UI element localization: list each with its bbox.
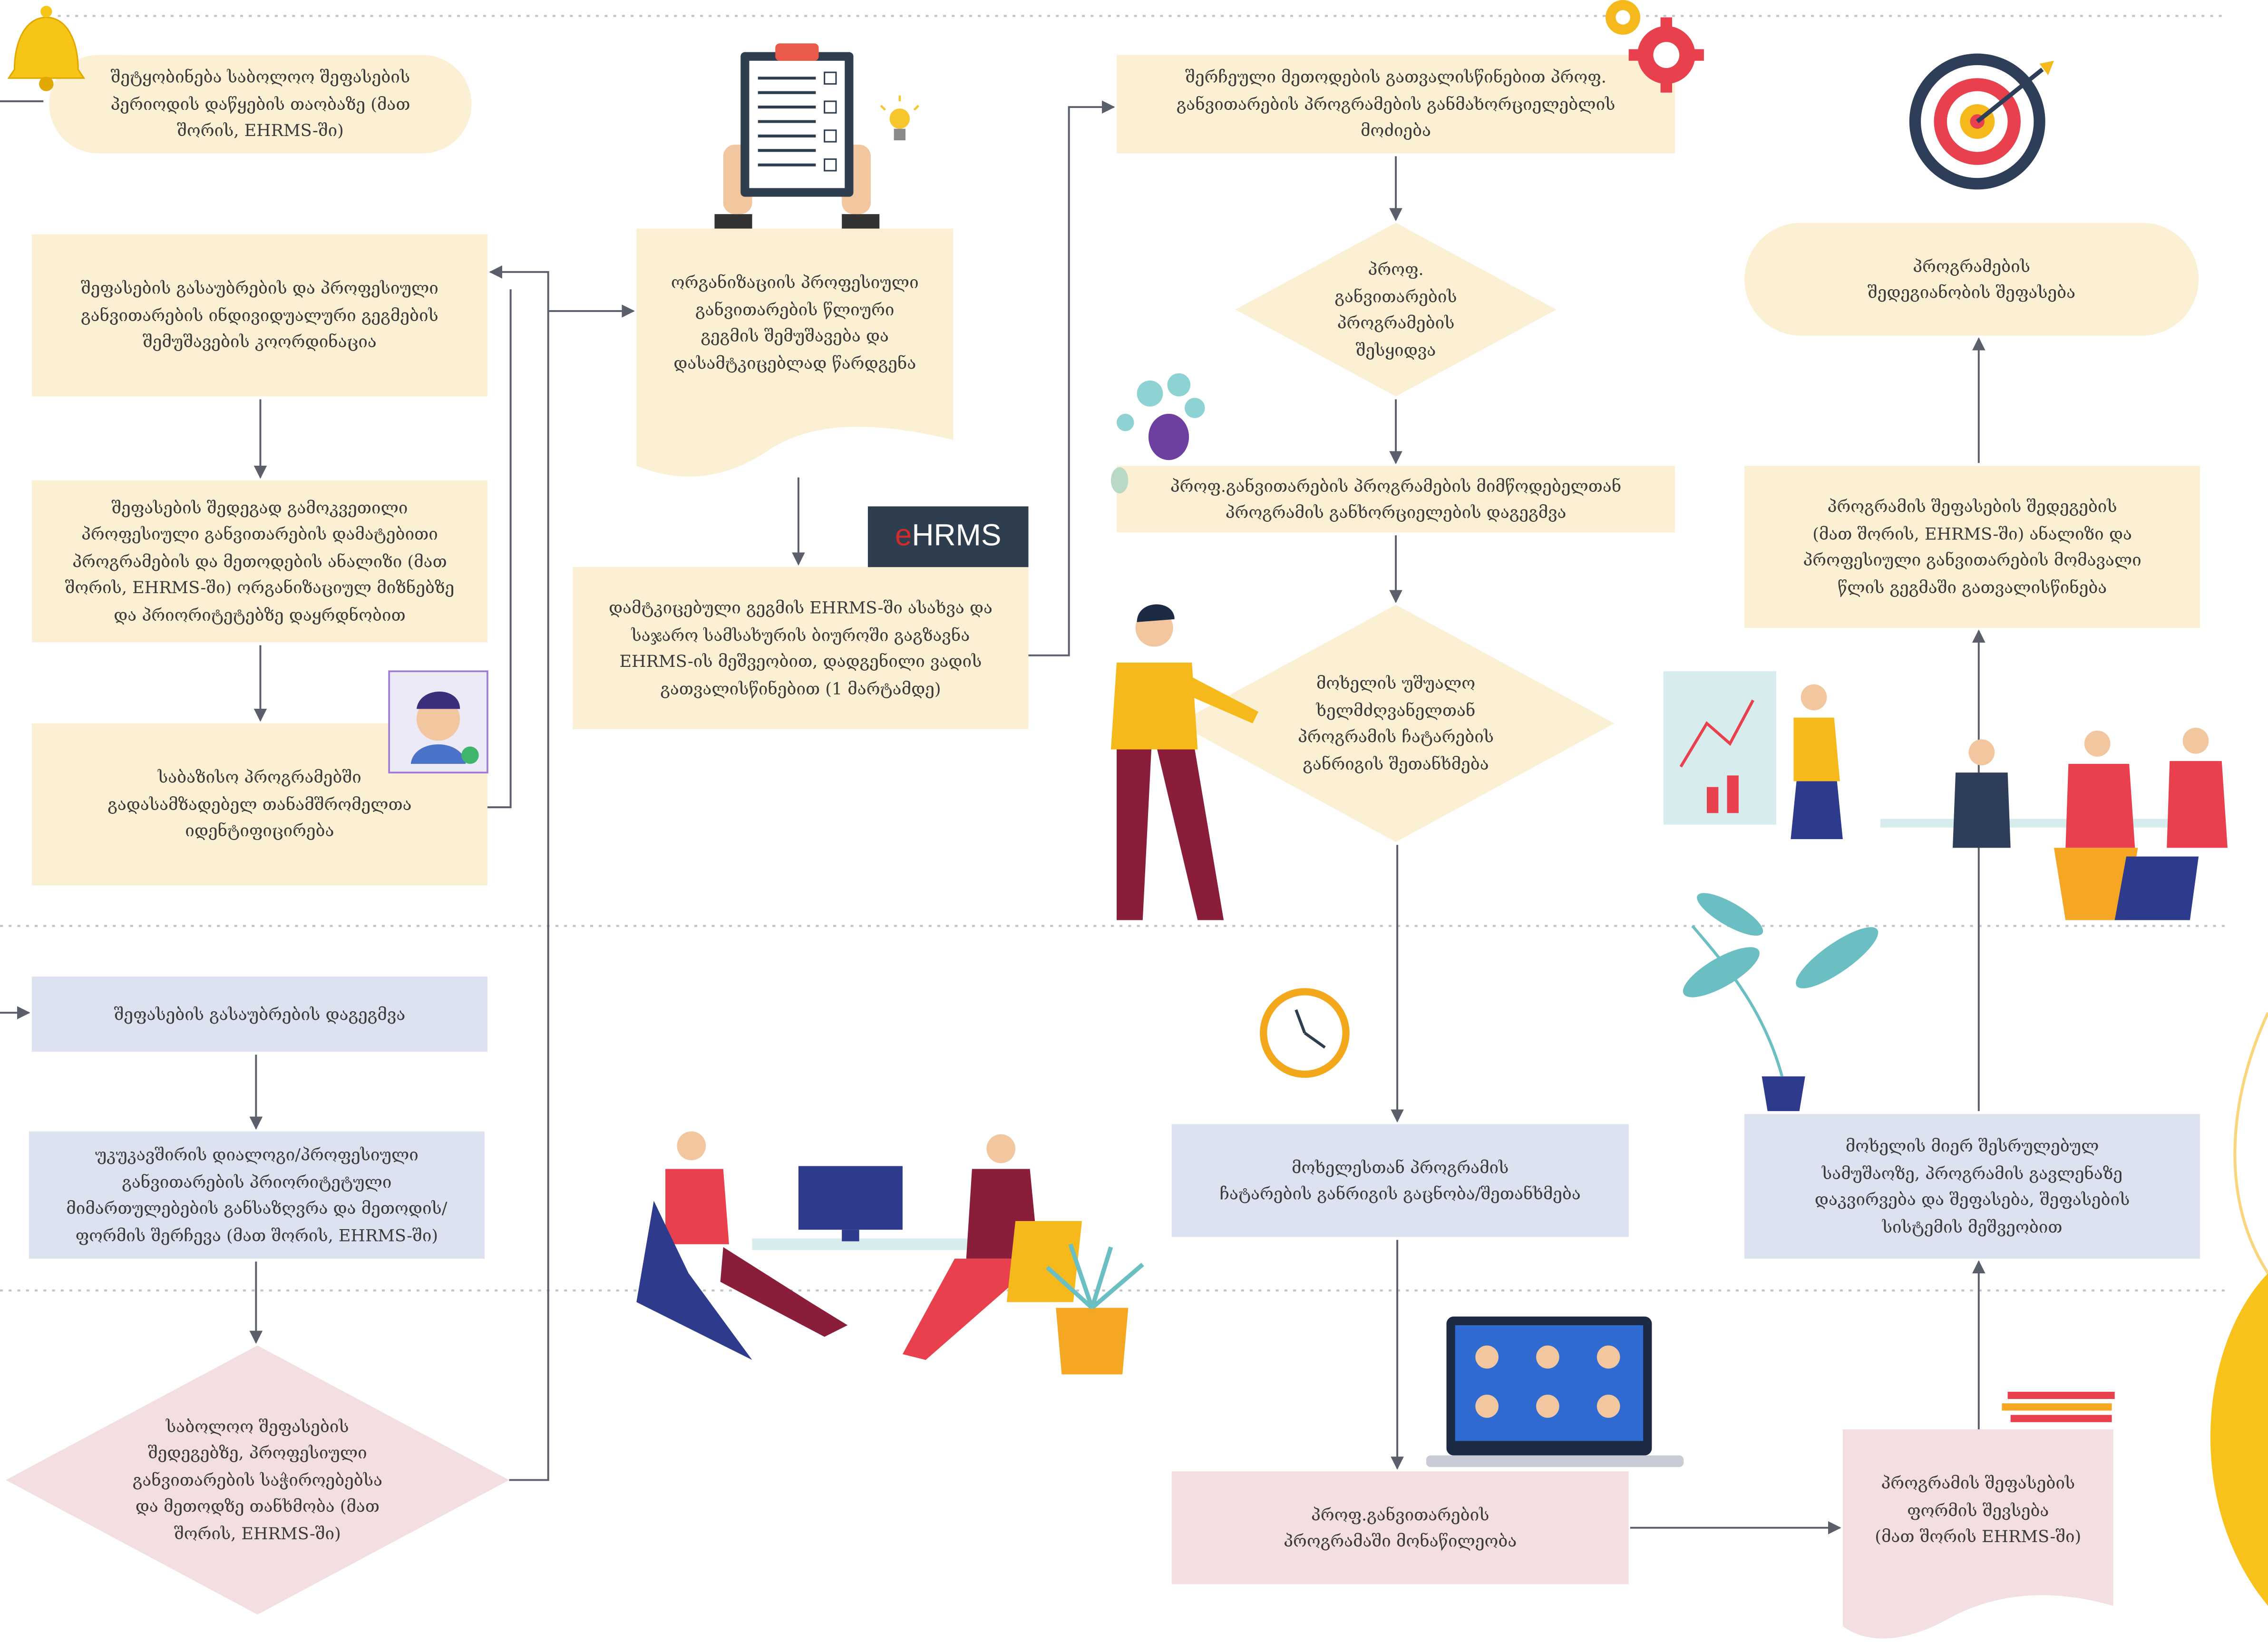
dialogue-node-shape	[29, 1131, 485, 1259]
effectiveness-label: პროგრამების შედეგიანობის შეფასება	[1868, 255, 2076, 303]
clipboard-icon	[714, 43, 880, 229]
notify-node: შეტყობინება საბოლოო შეფასების პერიოდის დ…	[49, 55, 471, 154]
lightbulb-icon	[880, 95, 919, 141]
purchase-node-shape	[1235, 223, 1557, 397]
coord-node-shape	[31, 234, 487, 397]
ehrms-badge-text: HRMS	[912, 519, 1002, 553]
effectiveness-node-shape	[1744, 223, 2199, 336]
face-scan-icon	[388, 670, 488, 773]
workplace-eval-node-shape	[1744, 1114, 2200, 1259]
workplace-eval-label: მოხელის მიერ შესრულებულ სამუშაოზე, პროგრ…	[1814, 1135, 2130, 1236]
analysis-label: შეფასების შედეგად გამოკვეთილი პროფესიული…	[65, 497, 455, 625]
schedule-provider-node-shape	[1117, 466, 1675, 533]
notify-label: შეტყობინება საბოლოო შეფასების პერიოდის დ…	[110, 67, 410, 141]
gears-icon	[1606, 0, 1704, 93]
manager-agree-node: მოხელის უშუალო ხელმძღვანელთან პროგრამის …	[1229, 654, 1562, 793]
eval-form-label: პროგრამის შეფასების ფორმის შევსება (მათ …	[1875, 1473, 2082, 1547]
plan-interviews-node-shape	[31, 977, 487, 1052]
results-analysis-label: პროგრამის შეფასების შედეგების (მათ შორის…	[1803, 496, 2141, 597]
analysis-node: შეფასების შედეგად გამოკვეთილი პროფესიული…	[32, 480, 487, 643]
manager-agree-label: მოხელის უშუალო ხელმძღვანელთან პროგრამის …	[1297, 673, 1494, 773]
results-analysis-node: პროგრამის შეფასების შედეგების (მათ შორის…	[1744, 466, 2200, 628]
provider-search-node-shape	[1117, 55, 1675, 154]
employee-inform-node: მოხელესთან პროგრამის ჩატარების განრიგის …	[1172, 1124, 1629, 1237]
identify-label: საბაზისო პროგრამებში გადასამზადებელ თანა…	[107, 767, 412, 841]
manager-agree-node-shape	[1177, 605, 1615, 842]
schedule-provider-node: პროფ.განვითარების პროგრამების მიმწოდებელ…	[1117, 466, 1675, 532]
lane-dividers	[0, 15, 2228, 1292]
potted-plant-illustration	[1683, 893, 1879, 1111]
coord-label: შეფასების გასაუბრების და პროფესიული განვ…	[80, 278, 438, 352]
connectors	[0, 100, 1986, 1534]
approved-plan-label: დამტკიცებული გეგმის EHRMS-ში ასახვა და ს…	[608, 597, 993, 698]
ehrms-badge-prefix: e	[895, 519, 912, 553]
target-icon	[1909, 53, 2054, 190]
meeting-illustration	[1663, 671, 2228, 920]
analysis-node-shape	[31, 480, 487, 643]
plant-icon	[1110, 373, 1205, 494]
plan-interviews-node: შეფასების გასაუბრების დაგეგმვა	[32, 977, 487, 1052]
eval-form-node: პროგრამის შეფასების ფორმის შევსება (მათ …	[1843, 1441, 2113, 1580]
clock-icon	[1260, 988, 1350, 1078]
participation-label: პროფ.განვითარების პროგრამაში მონაწილეობა	[1284, 1504, 1517, 1551]
purchase-node: პროფ. განვითარების პროგრამების შესყიდვა	[1273, 243, 1519, 376]
dialogue-node: უკუკავშირის დიალოგი/პროფესიული განვითარე…	[29, 1131, 485, 1259]
office-desk-illustration	[636, 1131, 1144, 1375]
results-analysis-node-shape	[1744, 466, 2200, 628]
schedule-provider-label: პროფ.განვითარების პროგრამების მიმწოდებელ…	[1170, 475, 1622, 522]
identify-node: საბაზისო პროგრამებში გადასამზადებელ თანა…	[32, 723, 487, 886]
presenter-illustration	[1110, 604, 1259, 920]
provider-search-label: შერჩეული მეთოდების გათვალისწინებით პროფ.…	[1176, 67, 1616, 141]
dialogue-label: უკუკავშირის დიალოგი/პროფესიული განვითარე…	[66, 1144, 448, 1245]
approved-plan-node: დამტკიცებული გეგმის EHRMS-ში ასახვა და ს…	[573, 567, 1028, 729]
approved-plan-node-shape	[573, 567, 1029, 729]
yellow-swoosh-shape	[2210, 1012, 2268, 1606]
provider-search-node: შერჩეული მეთოდების გათვალისწინებით პროფ.…	[1117, 55, 1675, 154]
annual-plan-label: ორგანიზაციის პროფესიული განვითარების წლი…	[671, 272, 919, 373]
annual-plan-node-shape	[636, 228, 954, 477]
employee-inform-node-shape	[1171, 1124, 1629, 1237]
final-eval-label: საბოლოო შეფასების შედეგებზე, პროფესიული …	[132, 1416, 383, 1544]
purchase-label: პროფ. განვითარების პროგრამების შესყიდვა	[1334, 259, 1457, 360]
plan-interviews-label: შეფასების გასაუბრების დაგეგმვა	[114, 1004, 406, 1024]
video-call-icon	[1426, 1316, 1684, 1467]
notify-node-shape	[49, 55, 472, 154]
coord-node: შეფასების გასაუბრების და პროფესიული განვ…	[32, 235, 487, 397]
effectiveness-node: პროგრამების შედეგიანობის შეფასება	[1744, 223, 2199, 335]
eval-form-node-shape	[1842, 1429, 2113, 1639]
books-icon	[2002, 1391, 2115, 1422]
employee-inform-label: მოხელესთან პროგრამის ჩატარების განრიგის …	[1219, 1156, 1581, 1204]
participation-node: პროფ.განვითარების პროგრამაში მონაწილეობა	[1172, 1471, 1629, 1584]
participation-node-shape	[1171, 1471, 1629, 1584]
bell-icon	[7, 6, 86, 91]
final-eval-node: საბოლოო შეფასების შედეგებზე, პროფესიული …	[78, 1398, 437, 1563]
workplace-eval-node: მოხელის მიერ შესრულებულ სამუშაოზე, პროგრ…	[1744, 1114, 2200, 1259]
annual-plan-node: ორგანიზაციის პროფესიული განვითარების წლი…	[636, 237, 953, 408]
